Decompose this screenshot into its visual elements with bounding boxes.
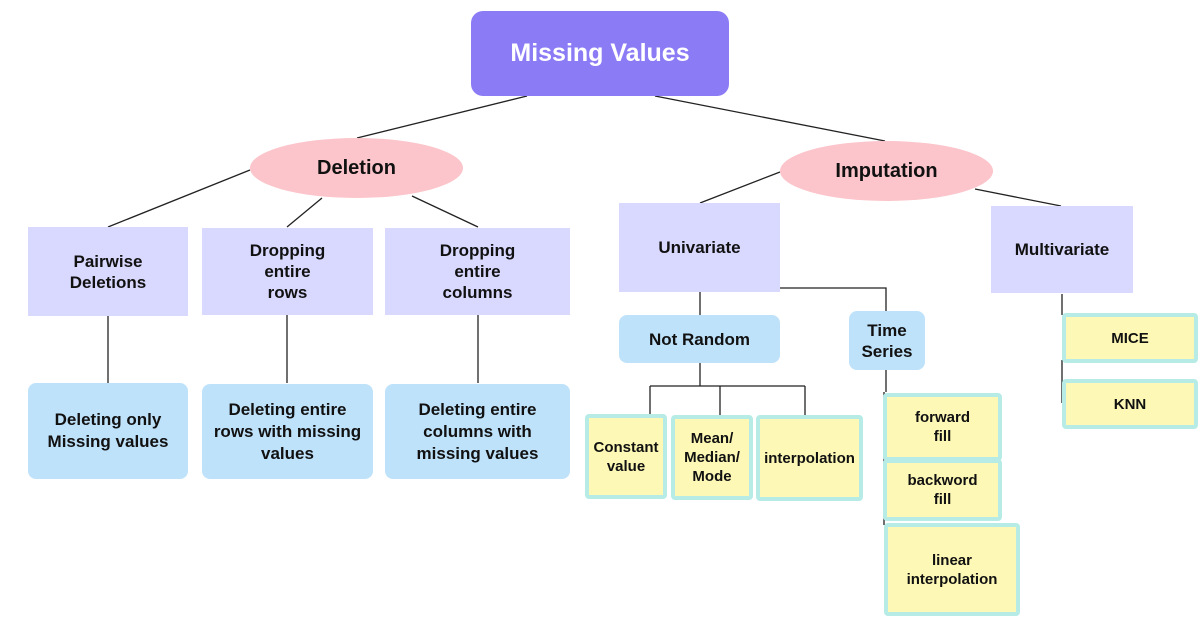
mean-median-mode-node: Mean/ Median/ Mode (671, 415, 753, 500)
backword-fill-node: backword fill (883, 459, 1002, 521)
constant-value-node: Constant value (585, 414, 667, 499)
dropping-rows-node: Dropping entire rows (202, 228, 373, 315)
interpolation-node: interpolation (756, 415, 863, 501)
pairwise-deletions-node: Pairwise Deletions (28, 227, 188, 316)
forward-fill-node: forward fill (883, 393, 1002, 461)
univariate-node: Univariate (619, 203, 780, 292)
time-series-node: Time Series (849, 311, 925, 370)
knn-node: KNN (1062, 379, 1198, 429)
not-random-node: Not Random (619, 315, 780, 363)
dropping-columns-node: Dropping entire columns (385, 228, 570, 315)
linear-interpolation-node: linear interpolation (884, 523, 1020, 616)
rows-description-node: Deleting entire rows with missing values (202, 384, 373, 479)
columns-description-node: Deleting entire columns with missing val… (385, 384, 570, 479)
mice-node: MICE (1062, 313, 1198, 363)
deletion-node: Deletion (250, 138, 463, 198)
imputation-node: Imputation (780, 141, 993, 201)
multivariate-node: Multivariate (991, 206, 1133, 293)
pairwise-description-node: Deleting only Missing values (28, 383, 188, 479)
root-node: Missing Values (471, 11, 729, 96)
